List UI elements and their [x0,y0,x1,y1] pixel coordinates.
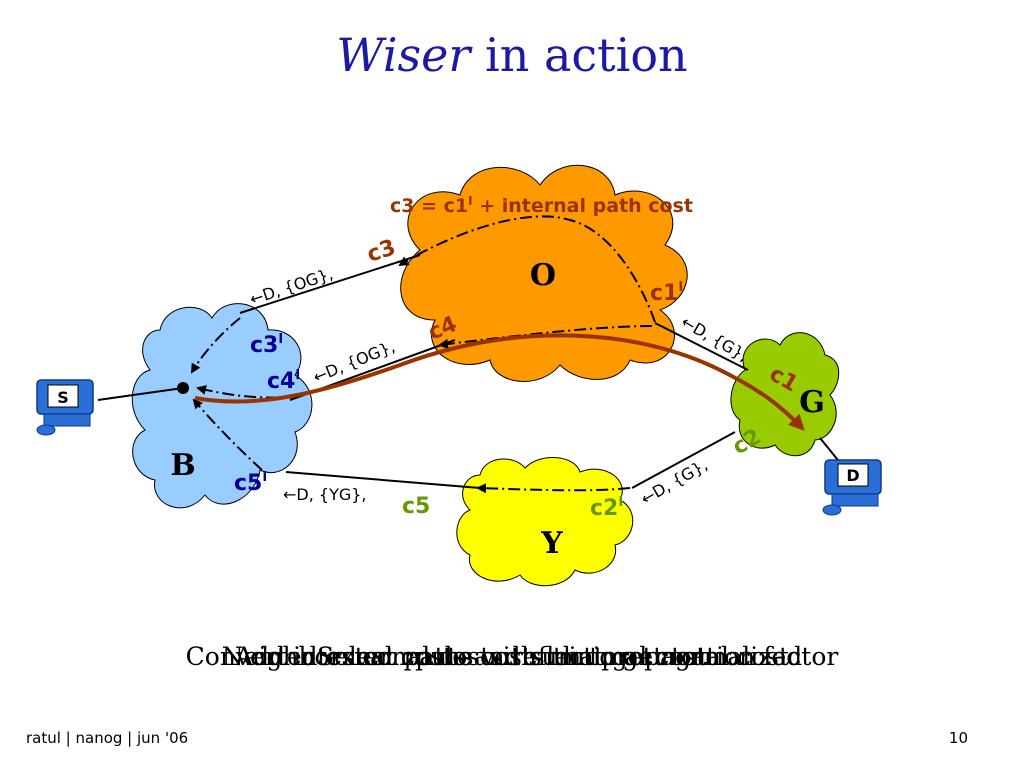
cloud-g [730,332,840,457]
cost-c5-normalized: c5I [234,470,267,496]
page-number: 10 [948,729,968,747]
internal-path-b-c3 [190,317,241,374]
slide-title: Wiser in action [0,28,1024,82]
footer-credit: ratul | nanog | jun '06 [26,729,189,747]
internal-path-b-c5 [192,398,263,471]
cost-c2-normalized: c2I [590,495,623,521]
cost-c1-normalized: c1I [650,280,683,306]
cost-c5: c5 [402,494,430,519]
link-y-g [631,431,736,489]
node-y-label: Y [540,526,563,561]
advert-yg: ←D, {YG}, [283,485,367,504]
host-s-label: S [57,388,69,407]
cost-c4-normalized: c4I [267,368,300,394]
caption-1: Converted external costs reflect propaga… [185,642,839,671]
host-d-icon [822,459,882,516]
node-b-label: B [170,448,195,483]
internal-path-o-top [398,215,656,323]
caption-4: Neighbors compute costs that get normali… [221,642,803,671]
selected-path [194,333,805,431]
cloud-y [456,456,634,587]
advert-g-to-y: ←D, {G}, [638,455,711,508]
internal-path-o-mid [438,325,653,349]
link-b-o-top [239,254,421,314]
host-s-icon [36,379,94,436]
link-s-b [97,387,184,401]
link-b-y [285,471,481,489]
title-rest: in action [470,28,688,82]
internal-path-y [476,483,631,494]
node-o-label: O [530,258,556,293]
cost-formula: c3 = c1I + internal path cost [390,194,693,217]
node-g-label: G [799,385,825,420]
caption-3: Add internal costs and sum to get total … [235,642,789,671]
cloud-o [400,164,688,382]
router-dot [177,382,189,394]
caption-2: Select paths with minimal cost [316,642,708,671]
host-d-label: D [846,466,859,485]
caption-overlay: Converted external costs reflect propaga… [0,642,1024,682]
link-o-g [654,322,749,371]
cost-c3-normalized: c3I [250,332,283,358]
title-italic: Wiser [336,28,471,82]
